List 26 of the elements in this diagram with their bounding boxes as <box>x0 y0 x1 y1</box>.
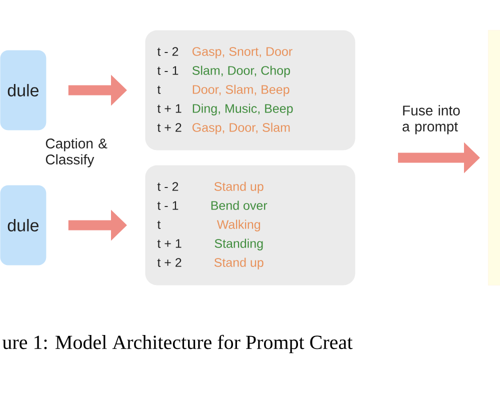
figure-caption: ure 1: Model Architecture for Prompt Creat <box>2 334 353 354</box>
module-box: dule <box>0 185 46 266</box>
edge-label: Fuse into a prompt <box>402 105 460 134</box>
event-label: Gasp, Snort, Door <box>192 47 292 58</box>
time-label: t <box>157 220 161 229</box>
time-label: t - 2 <box>157 47 178 56</box>
time-label: t + 1 <box>157 104 182 113</box>
output-box <box>488 30 500 286</box>
time-label: t + 2 <box>157 258 182 267</box>
time-label: t + 2 <box>157 123 182 132</box>
event-label: Standing <box>214 238 263 250</box>
event-label: Stand up <box>214 258 264 270</box>
event-label: Bend over <box>211 200 268 210</box>
time-label: t + 1 <box>157 239 182 248</box>
time-label: t - 1 <box>157 66 178 75</box>
event-label: Stand up <box>214 182 264 194</box>
step-label: Caption & Classify <box>46 138 108 168</box>
time-label: t <box>157 86 161 94</box>
module-box: dule <box>0 50 46 130</box>
time-label: t - 1 <box>157 201 178 210</box>
event-label: Door, Slam, Beep <box>192 84 290 96</box>
event-label: Walking <box>216 220 260 232</box>
event-label: Gasp, Door, Slam <box>192 122 290 134</box>
time-label: t - 2 <box>157 182 178 191</box>
event-label: Ding, Music, Beep <box>192 104 293 116</box>
event-label: Slam, Door, Chop <box>192 66 290 78</box>
